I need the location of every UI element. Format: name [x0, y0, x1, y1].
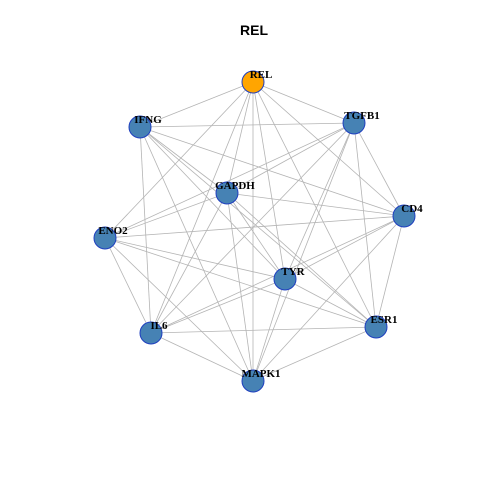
edge-rel-ifng [139, 81, 254, 128]
edge-tgfb1-eno2 [104, 122, 355, 239]
edge-gapdh-eno2 [104, 192, 228, 239]
edge-tgfb1-mapk1 [252, 122, 355, 382]
node-label-eno2: ENO2 [98, 225, 128, 237]
node-tyr [273, 267, 297, 291]
edge-ifng-tyr [139, 126, 286, 280]
edge-eno2-esr1 [104, 237, 377, 328]
diagram-title: REL [240, 22, 268, 38]
edge-mapk1-esr1 [252, 326, 377, 382]
node-rel [241, 70, 265, 94]
edge-tyr-il6 [150, 278, 286, 334]
edge-gapdh-cd4 [226, 192, 405, 217]
edge-layer [104, 81, 405, 382]
edge-tgfb1-il6 [150, 122, 355, 334]
node-label-mapk1: MAPK1 [241, 368, 280, 380]
edge-ifng-mapk1 [139, 126, 254, 382]
node-label-rel: REL [250, 69, 273, 81]
edge-rel-il6 [150, 81, 254, 334]
edge-gapdh-mapk1 [226, 192, 254, 382]
edge-il6-esr1 [150, 326, 377, 334]
node-layer [93, 70, 416, 393]
edge-gapdh-esr1 [226, 192, 377, 328]
edge-il6-mapk1 [150, 332, 254, 382]
node-label-il6: IL6 [150, 320, 168, 332]
node-cd4 [392, 204, 416, 228]
edge-eno2-mapk1 [104, 237, 254, 382]
edge-rel-gapdh [226, 81, 254, 194]
edge-gapdh-il6 [150, 192, 228, 334]
edge-gapdh-tyr [226, 192, 286, 280]
edge-tyr-esr1 [284, 278, 377, 328]
node-label-ifng: IFNG [134, 114, 162, 126]
edge-ifng-gapdh [139, 126, 228, 194]
node-label-esr1: ESR1 [371, 314, 398, 326]
edge-tgfb1-esr1 [353, 122, 377, 328]
edge-eno2-tyr [104, 237, 286, 280]
node-esr1 [364, 315, 388, 339]
edge-cd4-esr1 [375, 215, 405, 328]
edge-rel-tgfb1 [252, 81, 355, 124]
node-label-tgfb1: TGFB1 [344, 110, 379, 122]
edge-ifng-tgfb1 [139, 122, 355, 128]
node-eno2 [93, 226, 117, 250]
node-il6 [139, 321, 163, 345]
edge-eno2-il6 [104, 237, 152, 334]
node-mapk1 [241, 369, 265, 393]
node-label-gapdh: GAPDH [215, 180, 255, 192]
edge-cd4-tyr [284, 215, 405, 280]
node-ifng [128, 115, 152, 139]
edge-ifng-il6 [139, 126, 152, 334]
edge-ifng-cd4 [139, 126, 405, 217]
edge-cd4-mapk1 [252, 215, 405, 382]
edge-rel-tyr [252, 81, 286, 280]
edge-tgfb1-cd4 [353, 122, 405, 217]
node-tgfb1 [342, 111, 366, 135]
edge-tgfb1-tyr [284, 122, 355, 280]
edge-eno2-cd4 [104, 215, 405, 239]
node-label-tyr: TYR [281, 266, 305, 278]
node-gapdh [215, 181, 239, 205]
node-label-cd4: CD4 [401, 203, 423, 215]
edge-tgfb1-gapdh [226, 122, 355, 194]
